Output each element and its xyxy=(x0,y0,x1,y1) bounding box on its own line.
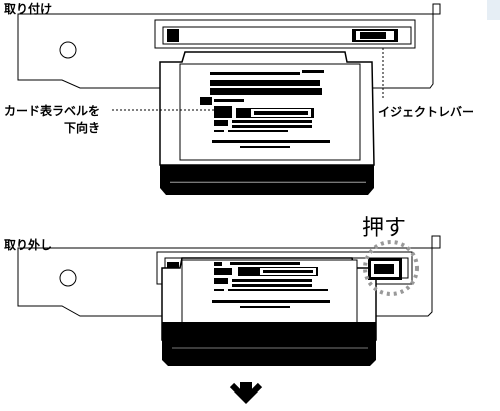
remove-step-illustration xyxy=(17,235,441,366)
bracket-screw-hole-top xyxy=(59,41,77,59)
card-connector-bottom xyxy=(162,322,376,366)
remove-title: 取り外し xyxy=(4,238,53,252)
push-label: 押す xyxy=(362,216,407,241)
insert-title: 取り付け xyxy=(4,2,53,16)
push-highlight-circle xyxy=(363,240,419,296)
card-label-direction-line2: 下向き xyxy=(64,121,101,135)
corner-tab xyxy=(487,0,500,20)
eject-lever-label: イジェクトレバー xyxy=(378,105,475,119)
bracket-screw-hole-bottom xyxy=(59,269,77,287)
card-label-direction-line1: カード表ラベルを xyxy=(4,104,101,118)
insert-step-illustration xyxy=(17,3,441,195)
down-arrow-icon xyxy=(234,382,258,404)
slot-end-block-left-top xyxy=(167,29,179,42)
card-connector-top xyxy=(160,165,374,195)
